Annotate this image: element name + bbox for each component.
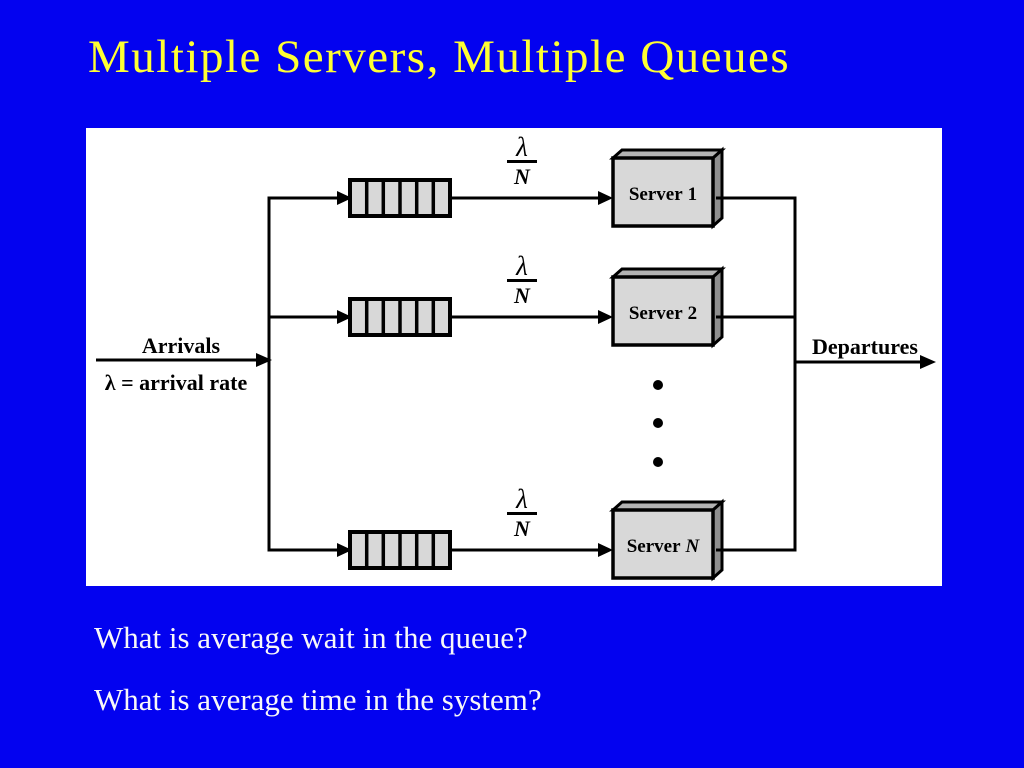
fraction-bar-2 (507, 279, 537, 282)
question-average-wait: What is average wait in the queue? (94, 620, 528, 655)
service-rate-denominator-n: N (513, 516, 531, 541)
ellipsis-dot (653, 418, 663, 428)
arrival-rate-label: λ = arrival rate (105, 370, 248, 395)
queueing-diagram-panel: Arrivals λ = arrival rate Departures λ N (86, 128, 942, 586)
branch-arrowhead-n (337, 543, 352, 557)
service-rate-numerator-n: λ (515, 484, 528, 514)
server-2-label-suffix: 2 (688, 303, 698, 324)
service-rate-denominator-2: N (513, 283, 531, 308)
service-rate-denominator-1: N (513, 164, 531, 189)
question-average-time: What is average time in the system? (94, 682, 542, 717)
server-n-label-suffix: N (685, 536, 701, 557)
server-2-label-prefix: Server (629, 303, 683, 324)
server-1-label-prefix: Server (629, 184, 683, 205)
ellipsis-dot (653, 380, 663, 390)
server-1-box (611, 156, 715, 228)
branch-arrowhead-1 (337, 191, 352, 205)
server-n-box (611, 508, 715, 580)
branch-arrowhead-2 (337, 310, 352, 324)
service-rate-numerator-1: λ (515, 132, 528, 162)
slide-title: Multiple Servers, Multiple Queues (88, 31, 791, 83)
departures-arrowhead (920, 355, 936, 369)
ellipsis-dot (653, 457, 663, 467)
queueing-diagram: Arrivals λ = arrival rate Departures λ N (96, 132, 936, 582)
server-1-label-suffix: 1 (688, 184, 698, 205)
service-arrowhead-2 (598, 310, 613, 324)
service-arrowhead-1 (598, 191, 613, 205)
fraction-bar-n (507, 512, 537, 515)
service-rate-numerator-2: λ (515, 251, 528, 281)
departures-label: Departures (812, 334, 918, 359)
server-2-box (611, 275, 715, 347)
arrivals-arrowhead (256, 353, 272, 367)
service-arrowhead-n (598, 543, 613, 557)
arrivals-label: Arrivals (142, 333, 221, 358)
fraction-bar-1 (507, 160, 537, 163)
server-n-label-prefix: Server (627, 536, 681, 557)
